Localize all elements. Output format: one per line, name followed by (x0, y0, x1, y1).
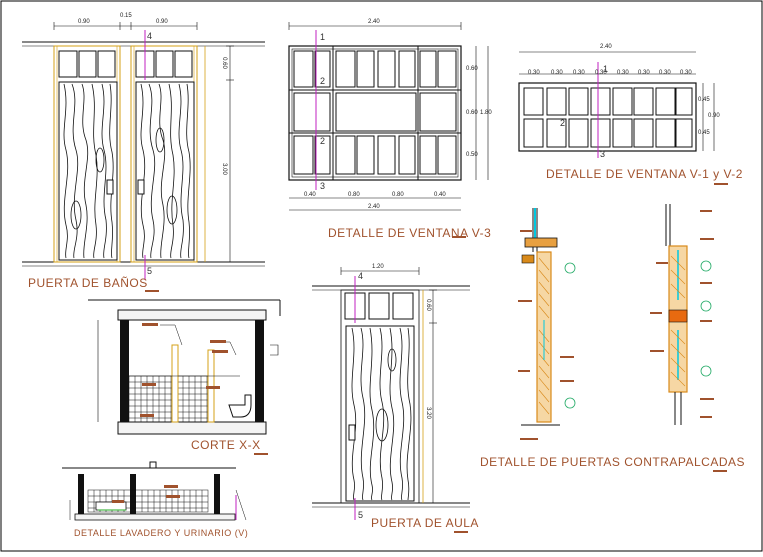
dim-v3-side-2: 0.60 (466, 110, 478, 116)
dim-v3-bot-3: 0.80 (392, 192, 404, 198)
dim-banos-side-top: 0.60 (220, 57, 227, 69)
marker-banos-4: 4 (147, 31, 153, 41)
marker-v3-2a: 2 (320, 76, 326, 86)
dim-aula-side-top: 0.60 (424, 299, 431, 311)
dim-v3-bot-4: 0.40 (434, 192, 446, 198)
dim-v12-sub-2: 0.30 (551, 70, 563, 76)
marker-v3-3: 3 (320, 181, 326, 191)
dim-v3-bot-2: 0.80 (348, 192, 360, 198)
puerta-banos-drawing (22, 22, 265, 292)
dim-v12-top: 2.40 (600, 44, 612, 50)
contrapalcadas-drawing (518, 204, 727, 472)
ventana-v3-drawing (288, 22, 489, 238)
dim-aula-side-main: 3.20 (424, 407, 431, 419)
dim-v3-bot-1: 0.40 (304, 192, 316, 198)
puerta-aula-drawing (312, 267, 470, 533)
dim-v12-side-2: 0.45 (698, 130, 710, 136)
marker-v3-1: 1 (320, 32, 326, 42)
dim-v12-side-1: 0.45 (698, 97, 710, 103)
dim-v12-side-total: 0.90 (708, 113, 720, 119)
title-puerta-aula: PUERTA DE AULA (371, 516, 479, 530)
dim-v12-sub-6: 0.30 (638, 70, 650, 76)
dim-v12-sub-4: 0.30 (595, 70, 607, 76)
dim-v3-side-total: 1.80 (480, 110, 492, 116)
dim-banos-side-main: 3.00 (220, 163, 227, 175)
title-puerta-banos: PUERTA DE BAÑOS (28, 276, 148, 290)
dim-v12-sub-7: 0.30 (659, 70, 671, 76)
dim-aula-top: 1.20 (372, 264, 384, 270)
marker-v12-3: 3 (600, 149, 606, 159)
dim-v3-top: 2.40 (368, 19, 380, 25)
dim-v3-side-1: 0.60 (466, 66, 478, 72)
marker-banos-5: 5 (147, 266, 153, 276)
marker-v12-2: 2 (560, 118, 566, 128)
corte-xx-drawing (88, 299, 281, 455)
dim-banos-top-mid: 0.15 (120, 13, 132, 19)
dim-banos-top-left: 0.90 (78, 19, 90, 25)
dim-v12-sub-1: 0.30 (528, 70, 540, 76)
dim-v12-sub-5: 0.30 (617, 70, 629, 76)
title-contrapalcadas: DETALLE DE PUERTAS CONTRAPALCADAS (480, 455, 746, 469)
marker-aula-4: 4 (358, 271, 364, 281)
marker-v12-1: 1 (603, 64, 609, 74)
title-lavadero: DETALLE LAVADERO Y URINARIO (V) (74, 528, 249, 538)
dim-v3-side-3: 0.50 (466, 152, 478, 158)
dim-v3-bot-total: 2.40 (368, 204, 380, 210)
title-ventana-v12: DETALLE DE VENTANA V-1 y V-2 (546, 167, 743, 181)
lavadero-drawing (62, 461, 247, 521)
dim-v12-sub-3: 0.30 (573, 70, 585, 76)
title-corte: CORTE X-X (191, 438, 261, 452)
dim-v12-sub-8: 0.30 (680, 70, 692, 76)
marker-aula-5: 5 (358, 510, 364, 520)
title-ventana-v3: DETALLE DE VENTANA V-3 (328, 226, 492, 240)
ventana-v12-drawing (518, 51, 728, 185)
marker-v3-2b: 2 (320, 136, 326, 146)
dim-banos-top-right: 0.90 (156, 19, 168, 25)
